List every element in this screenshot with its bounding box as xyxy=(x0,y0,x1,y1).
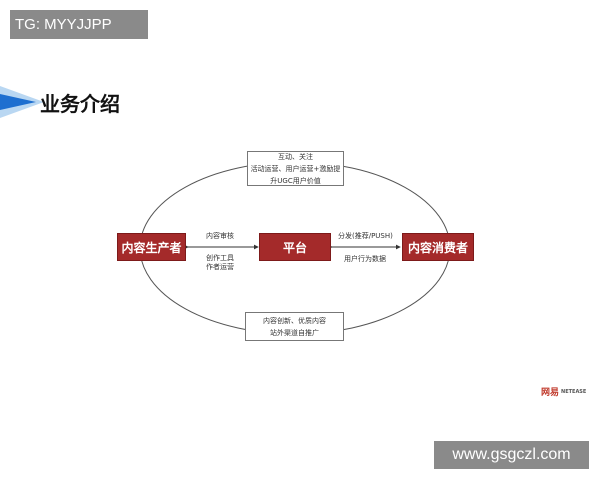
consumer-node: 内容消费者 xyxy=(402,233,474,261)
edge-label-distribution: 分发(推荐/PUSH) xyxy=(338,232,393,240)
url-watermark: www.gsgczl.com xyxy=(434,441,589,469)
top-note-line: 活动运营、用户运营+激励提 xyxy=(250,164,341,173)
edge-label-creation-tools: 创作工具 xyxy=(206,254,234,262)
tag-watermark: TG: MYYJJPP xyxy=(10,10,148,39)
edge-label-behavior-data: 用户行为数据 xyxy=(344,255,386,263)
producer-node: 内容生产者 xyxy=(117,233,186,261)
netease-logo-mark: 网易 xyxy=(541,388,560,398)
section-title: 业务介绍 xyxy=(40,92,120,116)
bottom-note: 内容创新、优质内容 站外渠道自推广 xyxy=(245,312,344,341)
platform-node: 平台 xyxy=(259,233,331,261)
netease-logo: 网易 NETEASE xyxy=(541,385,586,398)
edge-label-author-ops: 作者运营 xyxy=(206,263,234,271)
bottom-note-line: 站外渠道自推广 xyxy=(270,328,319,337)
bottom-note-line: 内容创新、优质内容 xyxy=(263,316,326,325)
top-note: 互动、关注 活动运营、用户运营+激励提 升UGC用户价值 xyxy=(247,151,344,186)
edge-label-review: 内容审核 xyxy=(206,232,234,240)
top-note-line: 互动、关注 xyxy=(278,152,313,161)
header-accent-shape xyxy=(0,86,44,118)
top-note-line: 升UGC用户价值 xyxy=(270,176,321,185)
netease-logo-text: NETEASE xyxy=(561,388,587,395)
